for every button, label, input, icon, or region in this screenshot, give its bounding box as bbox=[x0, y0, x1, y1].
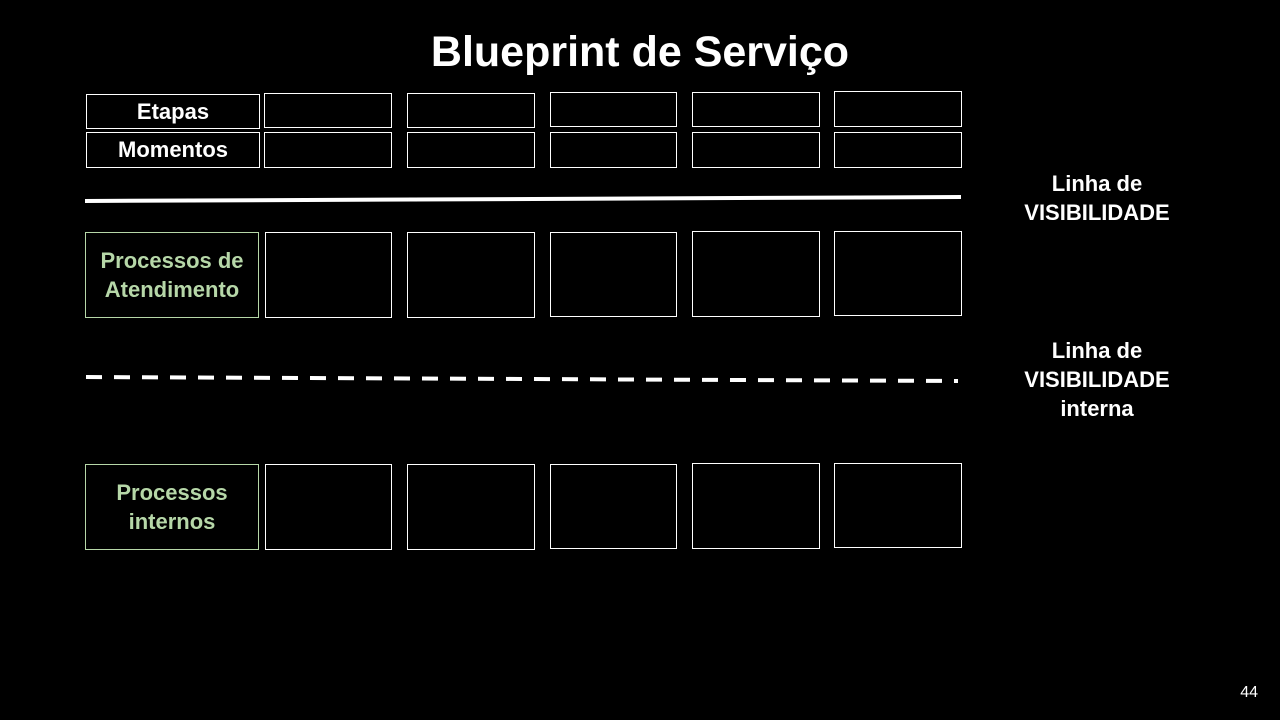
internos-cell bbox=[407, 464, 535, 550]
internos-cell bbox=[550, 464, 677, 549]
atendimento-cell bbox=[550, 232, 677, 317]
row-label-momentos: Momentos bbox=[86, 132, 260, 168]
internos-cell bbox=[692, 463, 820, 549]
row-label-processos-internos: Processos internos bbox=[85, 464, 259, 550]
atendimento-cell bbox=[265, 232, 392, 318]
line-of-internal-visibility-label: Linha de VISIBILIDADE interna bbox=[1024, 338, 1170, 421]
etapas-cell bbox=[407, 93, 535, 128]
etapas-cell bbox=[834, 91, 962, 127]
internos-cell bbox=[265, 464, 392, 550]
momentos-cell bbox=[834, 132, 962, 168]
etapas-cell bbox=[550, 92, 677, 127]
page-number: 44 bbox=[1240, 684, 1258, 701]
slide-title: Blueprint de Serviço bbox=[430, 28, 850, 76]
internos-cell bbox=[834, 463, 962, 548]
row-label-momentos-text: Momentos bbox=[118, 137, 228, 162]
row-label-processos-atendimento-text: Processos de Atendimento bbox=[100, 248, 244, 302]
atendimento-cell bbox=[834, 231, 962, 316]
row-label-processos-atendimento: Processos de Atendimento bbox=[85, 232, 259, 318]
line-of-internal-visibility bbox=[85, 375, 959, 383]
line-of-visibility bbox=[84, 195, 962, 203]
momentos-cell bbox=[692, 132, 820, 168]
etapas-cell bbox=[692, 92, 820, 127]
momentos-cell bbox=[407, 132, 535, 168]
etapas-cell bbox=[264, 93, 392, 128]
momentos-cell bbox=[550, 132, 677, 168]
row-label-processos-internos-text: Processos internos bbox=[116, 480, 228, 534]
momentos-cell bbox=[264, 132, 392, 168]
atendimento-cell bbox=[407, 232, 535, 318]
row-label-etapas: Etapas bbox=[86, 94, 260, 129]
atendimento-cell bbox=[692, 231, 820, 317]
line-of-visibility-label: Linha de VISIBILIDADE bbox=[1024, 171, 1170, 225]
row-label-etapas-text: Etapas bbox=[136, 98, 210, 124]
